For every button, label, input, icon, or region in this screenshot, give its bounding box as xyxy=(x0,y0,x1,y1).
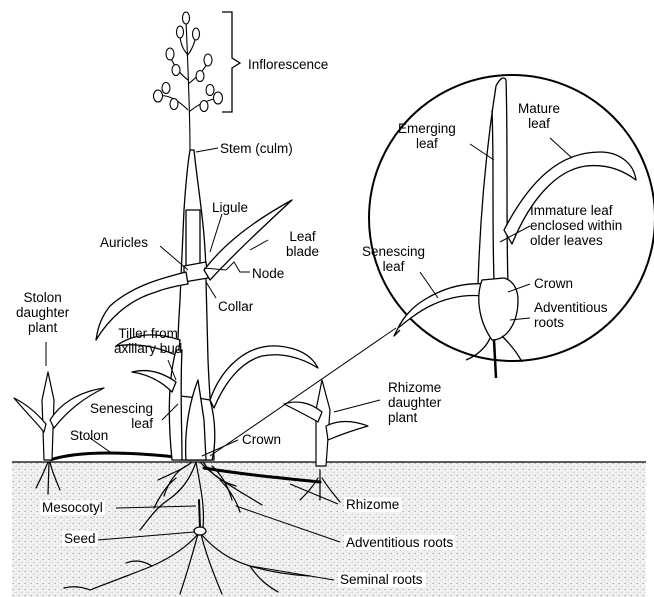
seed xyxy=(194,527,206,535)
inflorescence-bracket xyxy=(222,12,240,112)
label-tiller-from-axillary-bud: Tiller from axillary bud xyxy=(114,326,182,356)
label-collar: Collar xyxy=(218,299,253,314)
label-leaf-blade: Leaf blade xyxy=(286,229,319,259)
main-culm xyxy=(176,150,214,460)
label-ligule: Ligule xyxy=(212,200,248,215)
label-adventitious-roots: Adventitious roots xyxy=(344,535,455,550)
label-seminal-roots: Seminal roots xyxy=(338,572,425,587)
label-stolon: Stolon xyxy=(70,428,108,443)
label-senescing-leaf: Senescing leaf xyxy=(90,401,153,431)
stolon-runner xyxy=(50,453,186,460)
inset-label-mature-leaf: Mature leaf xyxy=(518,101,560,131)
rhizome-daughter-plant-shape xyxy=(284,380,368,466)
label-rhizome-daughter-plant: Rhizome daughter plant xyxy=(388,380,441,425)
label-stem-culm: Stem (culm) xyxy=(220,141,293,156)
label-inflorescence: Inflorescence xyxy=(248,57,328,72)
label-seed: Seed xyxy=(62,531,98,546)
inset-label-immature-leaf: Immature leaf enclosed within older leav… xyxy=(530,203,622,248)
label-node: Node xyxy=(252,266,284,281)
inset-label-senescing-leaf: Senescing leaf xyxy=(362,244,425,274)
label-mesocotyl: Mesocotyl xyxy=(40,500,105,515)
inflorescence-shape xyxy=(154,12,223,150)
inset-label-adventitious-roots: Adventitious roots xyxy=(534,300,608,330)
label-rhizome: Rhizome xyxy=(344,497,401,512)
soil xyxy=(12,462,646,597)
inset-label-emerging-leaf: Emerging leaf xyxy=(398,121,456,151)
inset-label-crown: Crown xyxy=(534,276,573,291)
label-stolon-daughter-plant: Stolon daughter plant xyxy=(16,290,69,335)
label-crown: Crown xyxy=(242,432,281,447)
label-auricles: Auricles xyxy=(100,235,148,250)
